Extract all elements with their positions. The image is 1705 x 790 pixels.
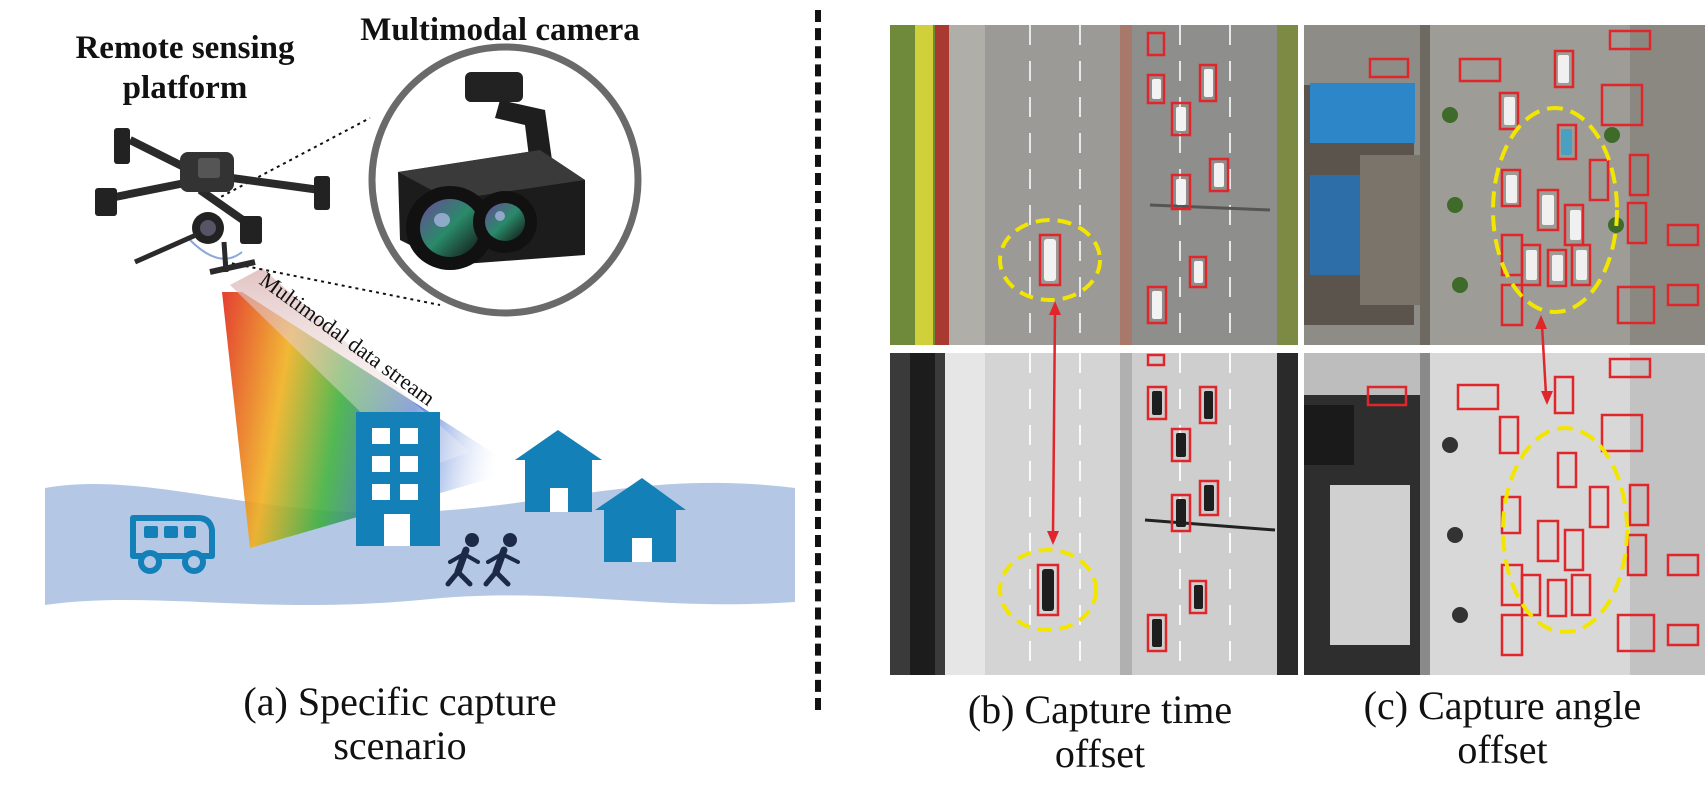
platform-label-text: Remote sensing platform	[75, 30, 295, 106]
caption-c-line2: offset	[1457, 727, 1548, 772]
vehicles-c-top	[1504, 55, 1587, 281]
panel-a: Remote sensing platform Multimodal camer…	[0, 0, 815, 790]
caption-a-line1: (a) Specific capture	[243, 679, 557, 724]
rgb-road-image	[890, 25, 1298, 345]
detection-boxes-c-bottom	[1366, 357, 1700, 657]
camera-icon	[368, 43, 642, 317]
vehicles-b-bottom	[1042, 391, 1214, 647]
caption-c: (c) Capture angle offset	[1300, 684, 1705, 772]
runners-icon	[445, 533, 520, 587]
office-building-icon	[356, 412, 440, 546]
caption-b-line2: offset	[1054, 731, 1146, 776]
highlight-ellipse-c-bottom	[1501, 426, 1629, 634]
zoom-line-bottom	[224, 261, 441, 306]
offset-arrow-c	[1535, 315, 1553, 405]
highlight-ellipse-c-top	[1491, 106, 1619, 314]
caption-b: (b) Capture time offset	[900, 688, 1300, 776]
detection-boxes-c-top	[1368, 29, 1700, 327]
house-icon-2	[595, 478, 686, 562]
caption-b-line1: (b) Capture time	[967, 687, 1233, 732]
zoom-line-top	[214, 117, 371, 201]
dashed-divider	[815, 10, 821, 710]
detection-boxes-b-top	[1038, 31, 1230, 325]
caption-a-line2: scenario	[333, 723, 467, 768]
platform-label: Remote sensing platform	[40, 28, 330, 108]
camera-label: Multimodal camera	[330, 10, 670, 50]
detection-boxes-b-bottom	[1036, 353, 1220, 653]
drone-icon	[95, 128, 330, 275]
offset-arrow-b	[1047, 301, 1061, 545]
rgb-parking-image	[1304, 25, 1705, 345]
thermal-parking-image	[1304, 353, 1705, 675]
thermal-road-image	[890, 353, 1298, 675]
highlight-ellipse-b-top	[998, 218, 1102, 302]
caption-c-line1: (c) Capture angle	[1363, 683, 1642, 728]
house-icon	[515, 430, 602, 512]
highlight-ellipse-b-bottom	[998, 548, 1098, 632]
vehicles-b-top	[1044, 69, 1224, 319]
caption-a: (a) Specific capture scenario	[140, 680, 660, 768]
camera-label-text: Multimodal camera	[360, 12, 640, 48]
aerial-image-grid	[890, 25, 1705, 675]
scenario-illustration: Multimodal data stream	[45, 43, 795, 605]
van-icon	[130, 515, 215, 574]
